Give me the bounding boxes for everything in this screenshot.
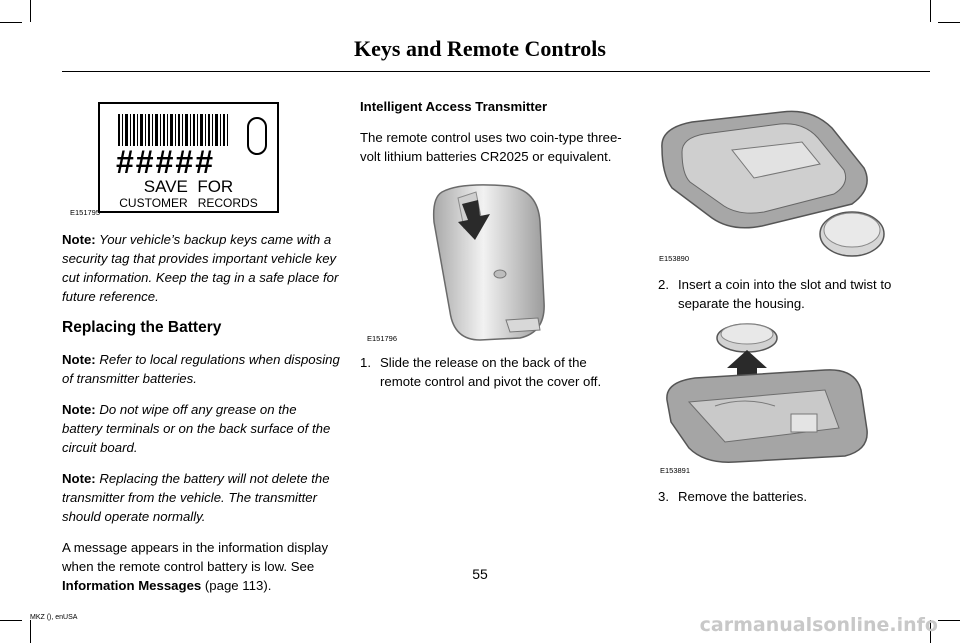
body-paragraph: The remote control uses two coin-type th… <box>360 130 622 164</box>
step-1: 1.Slide the release on the back of the r… <box>360 355 602 389</box>
crop-mark <box>0 620 22 621</box>
crop-mark <box>938 620 960 621</box>
document-code: MKZ (), enUSA <box>30 614 78 621</box>
tag-hashes: ##### <box>116 144 215 180</box>
note-paragraph: Note: Refer to local regulations when di… <box>62 352 340 386</box>
crop-mark <box>30 620 31 643</box>
tag-records-label: CUSTOMER RECORDS <box>119 196 258 210</box>
right-steps-b: 3.Remove the batteries. <box>658 487 918 516</box>
security-tag-figure: ##### SAVE FOR CUSTOMER RECORDS <box>98 102 279 213</box>
step-3: 3.Remove the batteries. <box>658 489 808 504</box>
cross-reference-link[interactable]: Information Messages <box>62 578 202 593</box>
remote-fob-figure <box>432 184 545 341</box>
page-number: 55 <box>472 566 488 582</box>
note-paragraph: Note: Do not wipe off any grease on the … <box>62 402 331 455</box>
circuit-board-figure <box>666 323 868 463</box>
right-steps-a: 2.Insert a coin into the slot and twist … <box>658 275 918 323</box>
middle-column: Intelligent Access Transmitter The remot… <box>360 97 625 178</box>
middle-steps: 1.Slide the release on the back of the r… <box>360 353 625 401</box>
crop-mark <box>938 22 960 23</box>
open-housing-figure <box>661 110 885 257</box>
note-paragraph: Note: Your vehicle’s backup keys came wi… <box>62 232 339 304</box>
subsection-heading: Intelligent Access Transmitter <box>360 99 548 114</box>
step-2: 2.Insert a coin into the slot and twist … <box>658 277 892 311</box>
barcode-icon <box>118 114 267 155</box>
figure-code: E153890 <box>659 254 690 263</box>
figure-code: E151795 <box>70 208 101 217</box>
section-heading: Replacing the Battery <box>62 319 222 336</box>
left-column: Note: Your vehicle’s backup keys came wi… <box>62 230 340 607</box>
header-divider <box>62 71 930 72</box>
body-paragraph: A message appears in the information dis… <box>62 540 329 593</box>
crop-mark <box>930 620 931 643</box>
note-paragraph: Note: Replacing the battery will not del… <box>62 471 330 524</box>
page-title: Keys and Remote Controls <box>354 36 606 61</box>
figure-code: E153891 <box>660 466 691 475</box>
crop-mark <box>0 22 22 23</box>
figure-code: E151796 <box>367 334 398 343</box>
watermark: carmanualsonline.info <box>699 614 938 636</box>
crop-mark <box>30 0 31 22</box>
crop-mark <box>930 0 931 22</box>
tag-save-label: SAVE FOR <box>143 177 234 196</box>
